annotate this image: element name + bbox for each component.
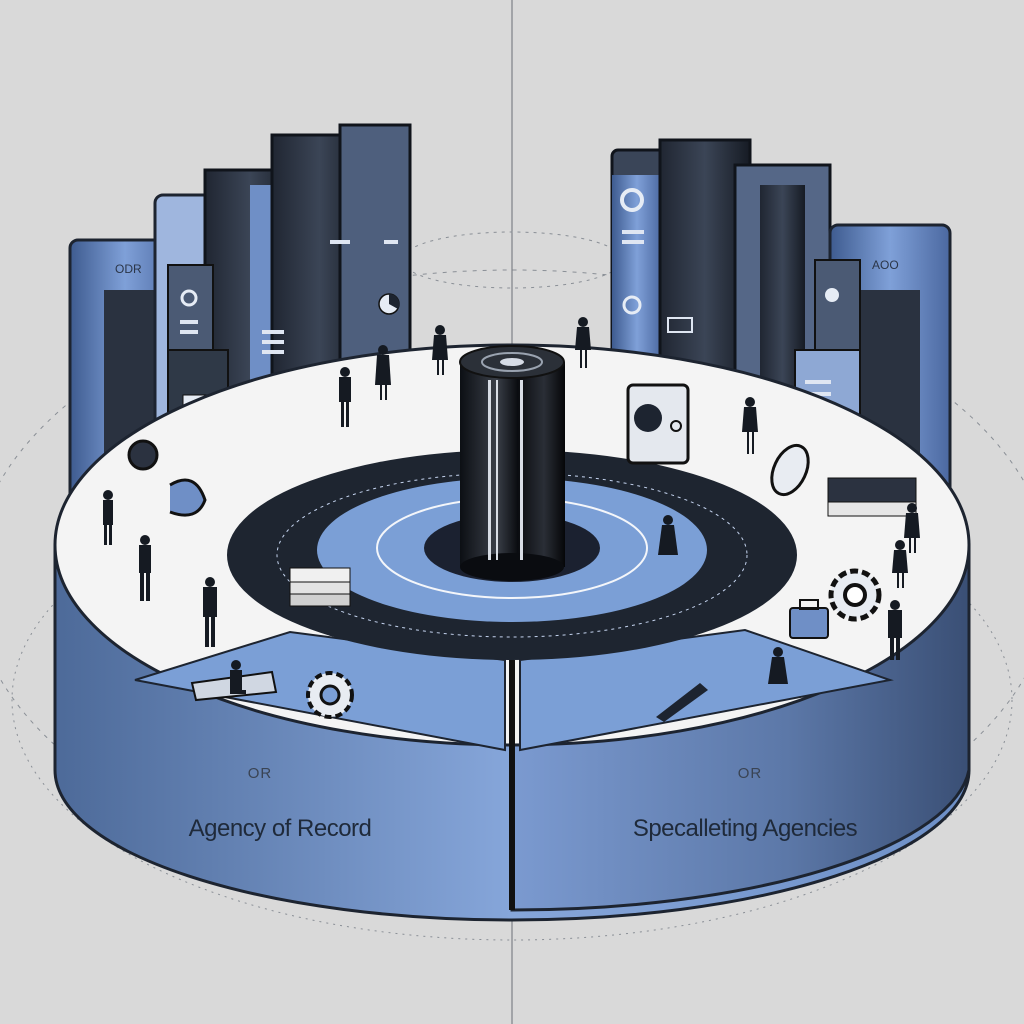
right-tower-tag: AOO [872,258,899,272]
pen-icon [656,683,708,722]
camera-icon [626,383,690,465]
props [127,383,917,722]
gear-icon [306,671,354,719]
briefcase-icon [789,599,829,639]
right-panel-title: Specalleting Agencies [632,815,858,842]
disc-icon [180,289,198,307]
book-stack-icon [827,477,917,517]
right-panel-connector: OR [737,765,763,782]
people [103,317,920,694]
gear-icon [828,568,882,622]
left-tower-tag: ODR [115,262,142,276]
lens-icon [770,443,810,497]
central-cylinder [459,345,565,581]
left-panel-title: Agency of Record [188,815,372,842]
left-panel-connector: OR [247,765,273,782]
signal-icon [127,439,159,471]
book-stack-icon [289,567,351,607]
magnet-icon [169,478,207,517]
disc-icon [620,188,644,212]
